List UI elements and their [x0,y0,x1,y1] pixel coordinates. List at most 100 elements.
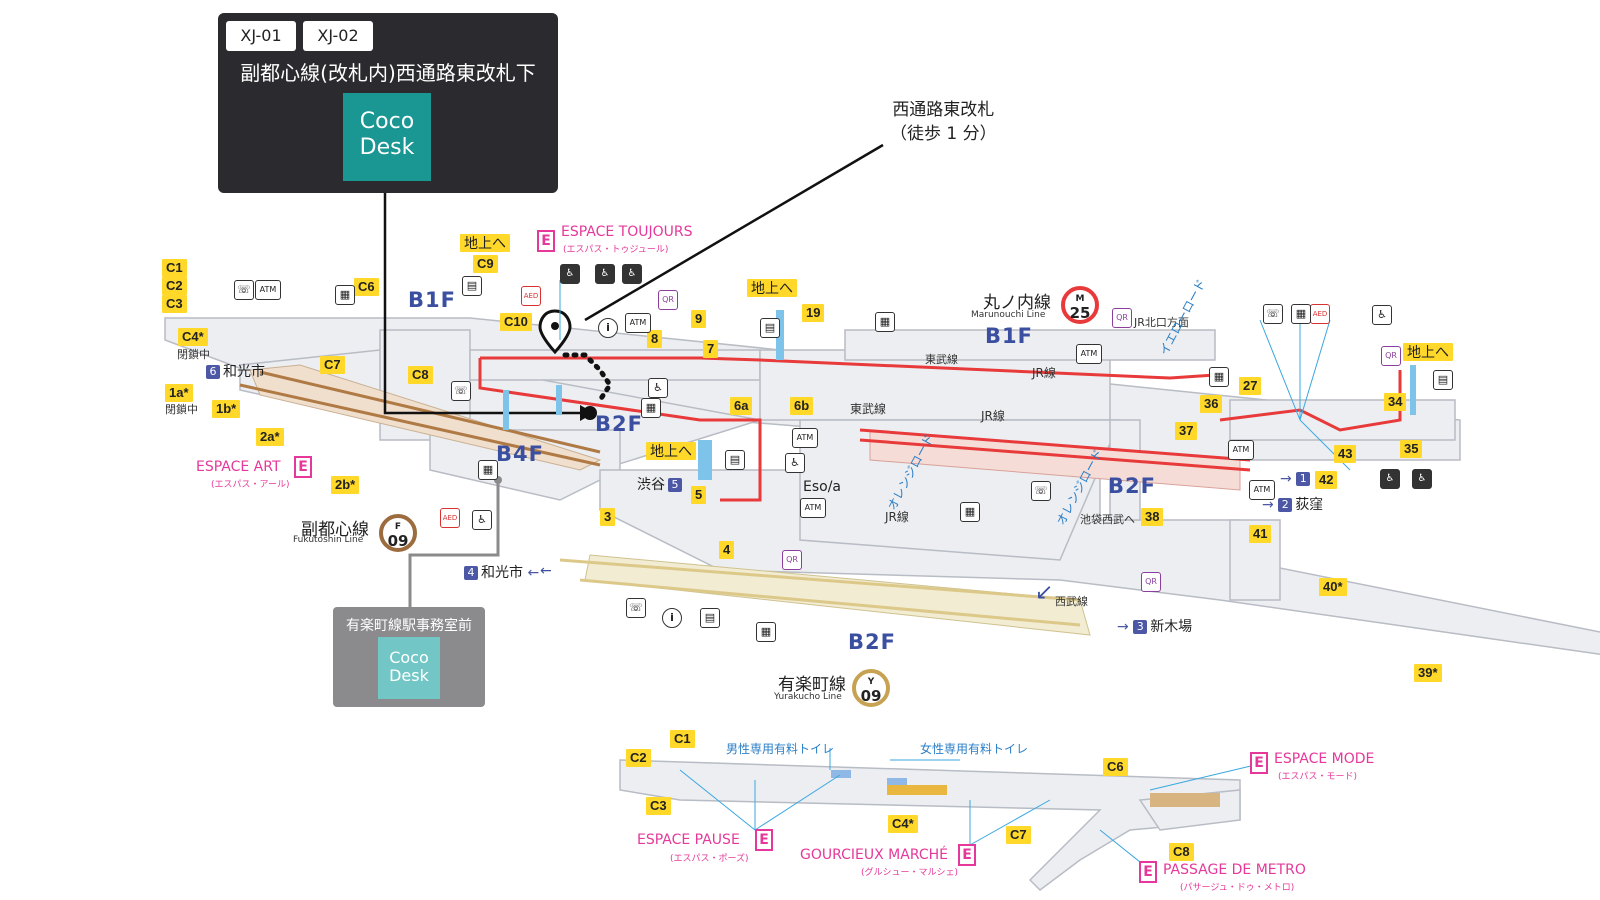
phone-icon: ☏ [626,598,646,618]
fukutoshin-line-name: 副都心線 [301,520,369,540]
phone-icon: ☏ [1031,481,1051,501]
exit-1a: 1a* [165,384,193,402]
exit-1b: 1b* [212,400,241,418]
aed-icon: AED [1310,304,1330,324]
ticket-machine-icon: ▤ [1433,370,1453,390]
closed-notice-1a: 閉鎖中 [165,403,198,416]
esola-label: Eso/a [803,479,842,495]
aed-icon: AED [440,508,460,528]
phone-icon: ☏ [451,381,471,401]
jr-line-label-1: JR線 [1032,366,1056,380]
destination-label: 西通路東改札 （徒歩 1 分） [890,98,997,146]
locker-icon: ▦ [1209,367,1229,387]
restroom-icon: ♿ [1412,469,1432,489]
phone-icon: ☏ [1263,304,1283,324]
exit-37: 37 [1175,422,1198,440]
exit-27: 27 [1239,377,1262,395]
espace-toujours-e-icon: E [537,230,555,252]
yurakucho-badge-number: 09 [860,687,882,705]
exit-6-label: 和光市 [223,364,265,380]
espace-metro-e-icon: E [1139,861,1157,883]
right-arrow-icon: ← [540,563,552,579]
espace-metro-name: PASSAGE DE METRO [1163,862,1306,878]
cocodesk-logo: Coco Desk [343,93,431,181]
location-tag-xj01: XJ-01 [226,21,296,51]
espace-mode-e-icon: E [1250,752,1268,774]
exit-2a: 2a* [256,428,284,446]
restroom-icon: ♿ [560,264,580,284]
floor-b2f-center: B2F [595,412,643,436]
espace-gourcieux-kana: (グルシュー・マルシェ) [861,868,959,878]
exit-c6: C6 [354,278,379,296]
to-ground-label-2: 地上へ [747,279,797,297]
qr-icon: QR [1141,572,1161,592]
espace-art-kana: (エスパス・アール) [211,480,290,490]
lower-exit-c4: C4* [888,815,918,833]
exit-42: 42 [1315,471,1338,489]
seibu-line-label: 西武線 [1055,595,1088,608]
espace-metro-kana: (パサージュ・ドゥ・メトロ) [1180,883,1295,893]
callout-title: 副都心線(改札内)西通路東改札下 [240,61,536,85]
exit-c2: C2 [162,277,187,295]
exit-1: → 1 [1280,471,1313,487]
floor-b1f-left: B1F [408,288,456,312]
yurakucho-line-en: Yurakucho Line [774,692,842,702]
exit-38: 38 [1141,508,1164,526]
exit-4-label: 和光市 [481,565,523,581]
exit-9: 9 [691,310,707,328]
lower-exit-c6: C6 [1103,758,1128,776]
fukutoshin-line-en: Fukutoshin Line [293,535,364,545]
info-icon: i [598,318,618,338]
espace-art-e-icon: E [294,456,312,478]
womens-toilet-label: 女性専用有料トイレ [920,742,1029,756]
exit-6-num: 6 [206,365,220,379]
yurakucho-badge-letter: Y [867,677,875,687]
exit-c1: C1 [162,259,187,277]
tobu-line-label-2: 東武線 [850,402,887,416]
locker-icon: ▦ [335,285,355,305]
exit-40: 40* [1319,578,1347,596]
office-leader [408,480,500,607]
destination-name: 西通路東改札 [892,100,995,120]
exit-19: 19 [802,304,825,322]
marunouchi-badge: M 25 [1061,286,1099,324]
exit-43: 43 [1334,445,1357,463]
yurakucho-badge: Y 09 [852,669,890,707]
exit-8: 8 [647,330,663,348]
wheelchair-icon: ♿ [785,453,805,473]
qr-icon: QR [658,290,678,310]
jr-north-label: JR北口方面 [1134,316,1189,329]
destination-walk-time: （徒歩 1 分） [890,124,997,144]
lower-exit-c2: C2 [626,749,651,767]
lower-exit-c3: C3 [646,797,671,815]
marunouchi-route [480,356,1251,472]
exit-41: 41 [1249,525,1272,543]
phone-icon: ☏ [234,280,254,300]
ikebukuro-seibu-label: 池袋西武へ [1080,513,1135,526]
down-arrow-icon: ↙ [1035,580,1054,605]
jr-line-label-2: JR線 [981,409,1005,423]
espace-pause-kana: (エスパス・ポーズ) [670,854,749,864]
atm-icon: ATM [792,428,818,448]
aed-icon: AED [521,286,541,306]
espace-gourcieux-e-icon: E [958,844,976,866]
espace-art-name: ESPACE ART [196,459,281,475]
espace-mode-name: ESPACE MODE [1274,751,1375,767]
exit-c3: C3 [162,295,187,313]
wheelchair-icon: ♿ [472,510,492,530]
exit-3-num: 3 [1133,620,1148,634]
atm-icon: ATM [1076,344,1102,364]
atm-icon: ATM [255,280,281,300]
location-pin [538,309,572,355]
to-ground-label-1: 地上へ [460,234,510,252]
floor-b2f-bottom: B2F [848,630,896,654]
cocodesk-logo-line1: Coco [359,109,415,134]
exit-34: 34 [1384,393,1407,411]
closed-notice-c4: 閉鎖中 [177,348,210,361]
lower-exit-c1: C1 [670,730,695,748]
tobu-line-label-1: 東武線 [925,353,958,366]
exit-39: 39* [1414,664,1442,682]
